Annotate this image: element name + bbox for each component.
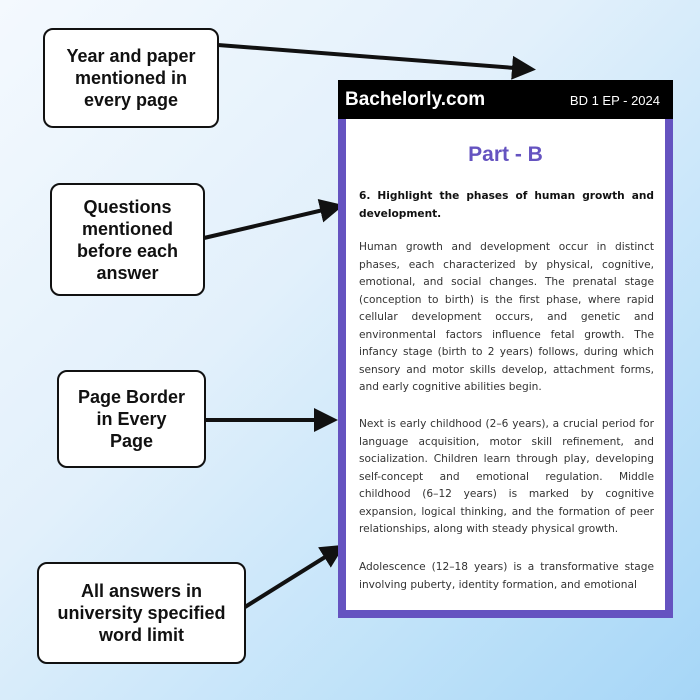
answer-line: Human growth and development occur in di…: [359, 241, 654, 253]
answer-paragraph: Next is early childhood (2–6 years), a c…: [359, 416, 654, 539]
answer-line: language acquisition, motor skill refine…: [359, 435, 654, 448]
answer-line: (conception to birth) is the first phase…: [359, 293, 654, 306]
callout-year-paper: Year and paper mentioned in every page: [43, 28, 219, 128]
answer-line: expansion, logical thinking, and the for…: [359, 505, 654, 518]
callout-word-limit: All answers in university specified word…: [37, 562, 246, 664]
arrow-questions: [203, 198, 344, 240]
paper-code: BD 1 EP - 2024: [569, 93, 660, 108]
answer-line: childhood (6–12 years) is marked by cogn…: [359, 488, 654, 500]
answer-line: sensory and motor skills develop, attach…: [359, 363, 654, 376]
callout-text: Questions mentioned before each answer: [76, 196, 179, 283]
answer-paragraph: Human growth and development occur in di…: [359, 239, 654, 397]
question: 6. Highlight the phases of human growth …: [359, 188, 654, 223]
answer-line: cellular development occurs, and genetic…: [359, 311, 654, 323]
answer-line: relationships, along with steady physica…: [359, 523, 619, 535]
sample-page: Bachelorly.com BD 1 EP - 2024 Part - B 6…: [338, 80, 673, 618]
callout-questions: Questions mentioned before each answer: [50, 183, 205, 296]
callout-text: Page Border in Every Page: [77, 387, 186, 451]
arrow-word-limit: [243, 544, 345, 609]
answer-line: self-concept and emotional regulation. M…: [359, 470, 654, 483]
answer-line: infancy stage (birth to 2 years) follows…: [359, 346, 654, 358]
question-line: development.: [359, 207, 442, 220]
brand-name: Bachelorly.com: [345, 89, 486, 110]
answer-line: emotional, and social changes. The prena…: [359, 276, 654, 288]
answer-line: phases, each characterized by physical, …: [359, 258, 654, 271]
answer-line: environmental factors influence fetal gr…: [359, 328, 654, 341]
section-title: Part - B: [468, 143, 543, 166]
callout-text: Year and paper mentioned in every page: [66, 46, 196, 110]
callout-page-border: Page Border in Every Page: [57, 370, 206, 468]
answer-line: involving puberty, identity formation, a…: [359, 578, 637, 591]
answer-line: Adolescence (12–18 years) is a transform…: [359, 561, 654, 573]
page-body: Part - B 6. Highlight the phases of huma…: [346, 119, 665, 610]
question-line: 6. Highlight the phases of human growth …: [359, 190, 654, 202]
page-header: Bachelorly.com BD 1 EP - 2024: [338, 80, 673, 119]
answer-line: socialization. Children learn through pl…: [359, 453, 654, 465]
answer-line: and early cognitive abilities begin.: [359, 381, 542, 393]
answer-paragraph: Adolescence (12–18 years) is a transform…: [359, 559, 654, 594]
answer-line: Next is early childhood (2–6 years), a c…: [359, 418, 654, 430]
arrow-year: [217, 43, 536, 80]
callout-text: All answers in university specified word…: [57, 581, 226, 645]
